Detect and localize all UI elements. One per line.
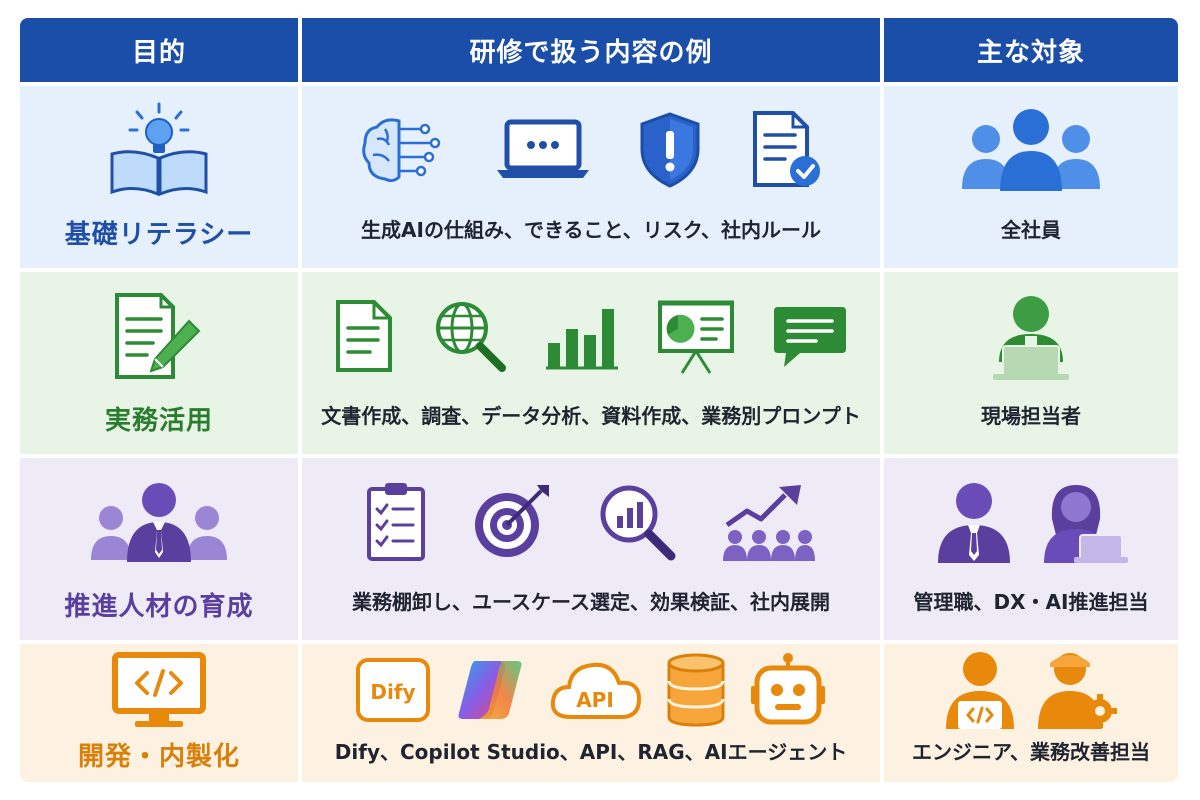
row4-icons: Dify API	[355, 644, 827, 736]
header-content: 研修で扱う内容の例	[302, 18, 880, 82]
analysis-search-icon	[600, 485, 676, 561]
row3-icons	[365, 458, 817, 586]
row3-content-cell: 業務棚卸し、ユースケース選定、効果検証、社内展開	[302, 458, 880, 640]
presentation-board-icon	[658, 300, 734, 374]
row3-target-text: 管理職、DX・AI推進担当	[913, 590, 1149, 614]
copilot-logo-icon	[458, 661, 522, 719]
row3-purpose-cell: 推進人材の育成	[20, 458, 298, 640]
dify-logo-text: Dify	[370, 680, 415, 704]
row2-content-cell: 文書作成、調査、データ分析、資料作成、業務別プロンプト	[302, 272, 880, 454]
growth-team-icon	[723, 485, 815, 561]
row3-purpose-icon-wrap	[89, 458, 229, 586]
row3-purpose-label: 推進人材の育成	[64, 592, 254, 622]
row1-icons	[359, 86, 823, 214]
header-purpose: 目的	[20, 18, 298, 82]
row1-target-text: 全社員	[1001, 218, 1061, 242]
row1-target-icon-wrap	[956, 86, 1106, 214]
team-leader-icon	[91, 483, 227, 562]
row2-target-icon-wrap	[981, 272, 1081, 400]
row2-content-text: 文書作成、調査、データ分析、資料作成、業務別プロンプト	[321, 404, 861, 428]
document-lines-icon	[336, 300, 392, 372]
row1-content-text: 生成AIの仕組み、できること、リスク、社内ルール	[361, 218, 821, 242]
api-cloud-text: API	[576, 688, 614, 712]
row1-purpose-label: 基礎リテラシー	[64, 220, 254, 250]
monitor-code-icon	[112, 652, 206, 727]
shield-alert-icon	[640, 112, 700, 188]
document-pen-icon	[115, 293, 201, 379]
manager-icon	[938, 483, 1010, 563]
row3-target-icons	[934, 458, 1128, 586]
row4-content-text: Dify、Copilot Studio、API、RAG、AIエージェント	[334, 740, 848, 764]
document-check-icon	[753, 111, 820, 187]
row4-target-icons	[942, 644, 1120, 736]
row2-purpose-label: 実務活用	[104, 406, 213, 436]
row3-target-cell: 管理職、DX・AI推進担当	[884, 458, 1178, 640]
row2-icons	[334, 272, 848, 400]
row4-target-cell: エンジニア、業務改善担当	[884, 644, 1178, 782]
robot-icon	[751, 653, 825, 725]
row4-target-text: エンジニア、業務改善担当	[912, 740, 1150, 764]
row4-content-cell: Dify API	[302, 644, 880, 782]
database-icon	[667, 653, 725, 727]
target-icon	[475, 485, 549, 557]
row4-purpose-cell: 開発・内製化	[20, 644, 298, 782]
chat-bubble-icon	[774, 307, 846, 367]
row2-target-cell: 現場担当者	[884, 272, 1178, 454]
globe-search-icon	[436, 302, 506, 372]
row2-purpose-icon-wrap	[111, 272, 207, 400]
person-laptop-icon	[993, 296, 1069, 380]
api-cloud-icon: API	[550, 662, 642, 719]
checklist-icon	[367, 483, 425, 561]
book-lightbulb-icon	[110, 102, 208, 197]
worker-gear-icon	[1038, 653, 1117, 729]
row1-purpose-cell: 基礎リテラシー	[20, 86, 298, 268]
row1-target-cell: 全社員	[884, 86, 1178, 268]
header-target: 主な対象	[884, 18, 1178, 82]
bar-chart-icon	[546, 309, 618, 370]
engineer-icon	[946, 652, 1014, 729]
row4-purpose-label: 開発・内製化	[77, 742, 240, 772]
ai-brain-icon	[362, 118, 441, 183]
row4-purpose-icon-wrap	[111, 644, 207, 736]
dify-logo-icon: Dify	[356, 658, 430, 722]
row1-content-cell: 生成AIの仕組み、できること、リスク、社内ルール	[302, 86, 880, 268]
laptop-chat-icon	[497, 119, 589, 178]
ai-training-table: 目的 研修で扱う内容の例 主な対象 基礎リテラシー	[20, 18, 1178, 782]
row3-content-text: 業務棚卸し、ユースケース選定、効果検証、社内展開	[352, 590, 830, 614]
row2-purpose-cell: 実務活用	[20, 272, 298, 454]
woman-laptop-icon	[1044, 485, 1128, 563]
row1-purpose-icon-wrap	[104, 86, 214, 214]
people-group-icon	[962, 109, 1100, 191]
row2-target-text: 現場担当者	[981, 404, 1081, 428]
